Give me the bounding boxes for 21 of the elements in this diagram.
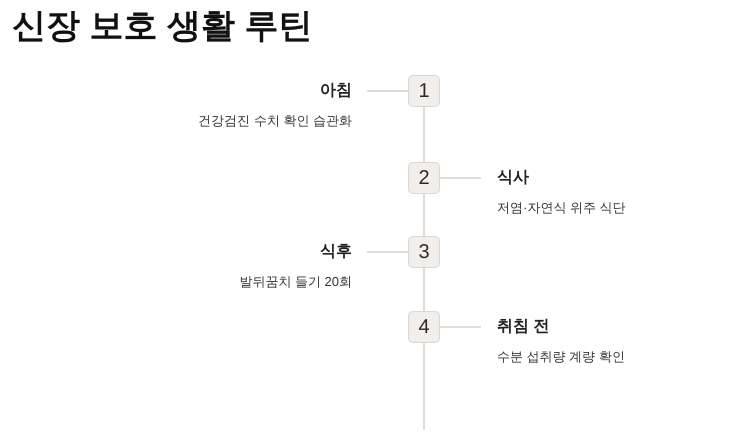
leader-line	[367, 90, 408, 92]
step-description: 건강검진 수치 확인 습관화	[198, 112, 352, 130]
timeline-line	[423, 268, 425, 311]
step-heading: 아침	[320, 81, 352, 101]
leader-line	[440, 177, 481, 179]
step-number-box: 1	[408, 75, 440, 107]
step-heading: 취침 전	[497, 317, 550, 337]
step-description: 저염·자연식 위주 식단	[497, 199, 626, 217]
timeline-line	[423, 194, 425, 236]
step-heading: 식후	[320, 242, 352, 262]
step-number-box: 2	[408, 162, 440, 194]
step-heading: 식사	[497, 168, 529, 188]
step-number-box: 4	[408, 311, 440, 343]
leader-line	[440, 326, 481, 328]
leader-line	[367, 251, 408, 253]
step-number-box: 3	[408, 236, 440, 268]
timeline-line	[423, 107, 425, 162]
step-description: 발뒤꿈치 들기 20회	[239, 273, 352, 291]
title: 신장 보호 생활 루틴	[12, 6, 312, 47]
timeline-line	[423, 343, 425, 430]
step-description: 수분 섭취량 계량 확인	[497, 348, 625, 366]
